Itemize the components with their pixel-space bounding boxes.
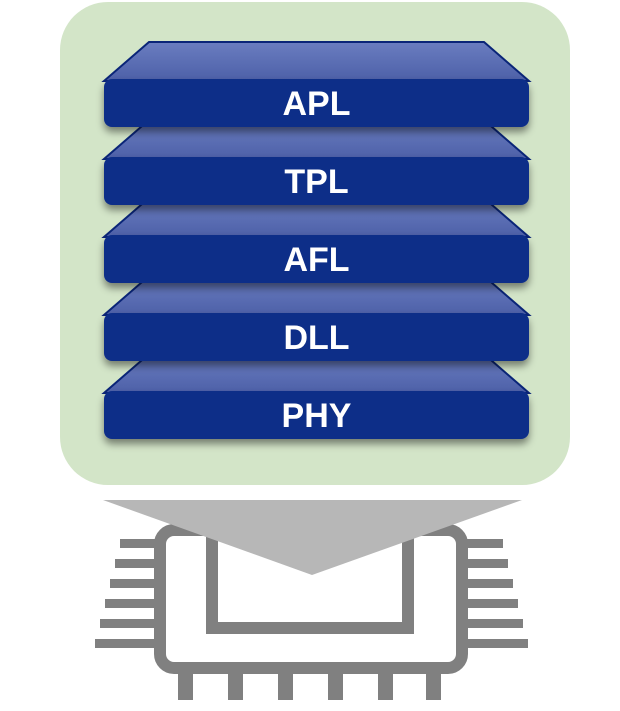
layer-afl-label: AFL [283,241,349,279]
layer-apl-front-face [104,79,529,127]
layer-apl-top-face [101,41,532,82]
layer-phy-label: PHY [282,397,352,435]
layer-dll-front-face [104,313,529,361]
chip-bottom-pins [178,668,441,700]
layer-phy-front-face [104,391,529,439]
layer-apl-label: APL [283,85,351,123]
layer-afl-front-face [104,235,529,283]
chip-left-pins [95,539,165,648]
layer-apl: APL [101,41,532,127]
funnel-arrow [103,500,522,575]
layer-tpl-label: TPL [284,163,348,201]
layer-dll: DLL [101,275,532,361]
chip-right-pins [458,539,528,648]
layer-stack: PHY DLL AFL TPL APL [101,41,532,439]
layer-dll-label: DLL [283,319,349,357]
chip-icon [95,524,528,700]
layer-tpl-front-face [104,157,529,205]
layer-afl: AFL [101,197,532,283]
layer-tpl: TPL [101,119,532,205]
layer-phy: PHY [101,353,532,439]
